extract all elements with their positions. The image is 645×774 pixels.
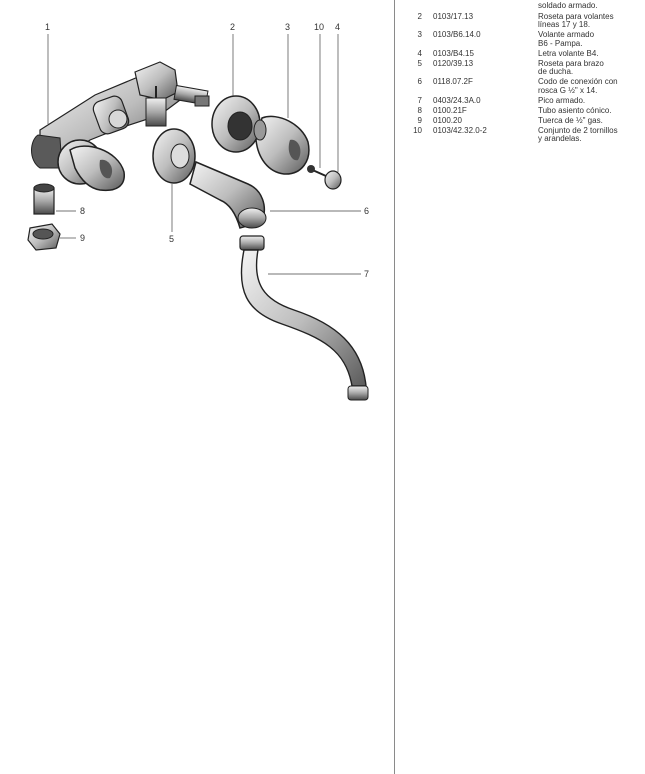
parts-continuation-text: soldado armado. xyxy=(538,1,598,10)
callout-label-8: 8 xyxy=(80,206,85,216)
part-3-handle xyxy=(253,115,310,175)
part-description-line: Roseta para brazo xyxy=(538,58,604,68)
part-code: 0100.20 xyxy=(433,115,462,125)
part-5-rosette xyxy=(152,128,196,184)
part-code: 0403/24.3A.0 xyxy=(433,95,481,105)
callout-label-2: 2 xyxy=(230,22,235,32)
callout-label-4: 4 xyxy=(335,22,340,32)
part-description-line: de ducha. xyxy=(538,67,574,77)
part-description: Tubo asiento cónico. xyxy=(538,105,638,115)
callout-label-10: 10 xyxy=(314,22,324,32)
part-code: 0103/42.32.0-2 xyxy=(433,125,487,135)
callout-3: 3 xyxy=(285,22,290,118)
parts-row: 4 0103/B4.15 Letra volante B4. xyxy=(398,48,638,60)
part-number: 7 xyxy=(417,95,422,105)
part-number: 6 xyxy=(417,77,422,87)
part-code: 0120/39.13 xyxy=(433,58,474,68)
part-description-line: Codo de conexión con xyxy=(538,77,618,87)
part-number: 2 xyxy=(417,12,422,21)
callout-label-7: 7 xyxy=(364,269,369,279)
part-number: 10 xyxy=(413,125,422,135)
handle-left xyxy=(57,139,125,192)
part-number: 4 xyxy=(417,48,422,58)
part-number: 9 xyxy=(417,115,422,125)
parts-row: 8 0100.21F Tubo asiento cónico. xyxy=(398,105,638,117)
callout-2: 2 xyxy=(230,22,235,96)
part-description-line: Conjunto de 2 tornillos xyxy=(538,125,618,135)
part-code: 0100.21F xyxy=(433,105,467,115)
part-7-spout xyxy=(239,235,369,401)
part-4-letter xyxy=(324,170,342,190)
part-description-line: y arandelas. xyxy=(538,133,582,143)
callout-6: 6 xyxy=(270,206,369,216)
part-description: Pico armado. xyxy=(538,95,638,105)
callout-label-5: 5 xyxy=(169,234,174,244)
callout-10: 10 xyxy=(314,22,324,168)
part-description-line: Tuerca de ½" gas. xyxy=(538,115,603,125)
part-2-rosette xyxy=(211,95,261,153)
part-description-line: Letra volante B4. xyxy=(538,48,599,58)
part-9-nut xyxy=(27,223,61,251)
part-number: 3 xyxy=(417,30,422,40)
part-description-line: B6 - Pampa. xyxy=(538,38,583,48)
exploded-faucet-diagram: 1 2 3 10 4 8 9 5 6 7 xyxy=(27,22,369,401)
part-description-line: Roseta para volantes xyxy=(538,12,614,21)
callout-4: 4 xyxy=(335,22,340,172)
part-code: 0103/B6.14.0 xyxy=(433,30,481,40)
column-divider xyxy=(394,0,395,774)
part-description-line: rosca G ½" x 14. xyxy=(538,85,598,95)
part-description-line: Tubo asiento cónico. xyxy=(538,105,612,115)
parts-row: 9 0100.20 Tuerca de ½" gas. xyxy=(398,115,638,127)
part-number: 5 xyxy=(417,58,422,68)
part-6-elbow xyxy=(189,160,267,229)
part-number: 8 xyxy=(417,105,422,115)
callout-label-9: 9 xyxy=(80,233,85,243)
parts-list: soldado armado. 2 0103/17.13 Roseta para v… xyxy=(398,0,638,143)
part-10-screw xyxy=(307,165,327,177)
part-description-line: Pico armado. xyxy=(538,95,586,105)
callout-label-6: 6 xyxy=(364,206,369,216)
part-8-conical-tube xyxy=(33,183,55,215)
part-code: 0118.07.2F xyxy=(433,77,473,87)
callout-7: 7 xyxy=(268,269,369,279)
parts-row: 7 0403/24.3A.0 Pico armado. xyxy=(398,95,638,107)
part-code: 0103/B4.15 xyxy=(433,48,474,58)
callout-label-3: 3 xyxy=(285,22,290,32)
callout-5: 5 xyxy=(169,184,174,244)
part-description-line: Volante armado xyxy=(538,30,595,40)
callout-1: 1 xyxy=(45,22,50,124)
parts-continuation: soldado armado. xyxy=(398,1,638,11)
callout-9: 9 xyxy=(60,233,85,243)
part-code: 0103/17.13 xyxy=(433,12,474,21)
callout-label-1: 1 xyxy=(45,22,50,32)
callout-8: 8 xyxy=(56,206,85,216)
part-description: Tuerca de ½" gas. xyxy=(538,115,638,125)
part-description: Letra volante B4. xyxy=(538,48,638,58)
part-description-line: líneas 17 y 18. xyxy=(538,20,591,30)
